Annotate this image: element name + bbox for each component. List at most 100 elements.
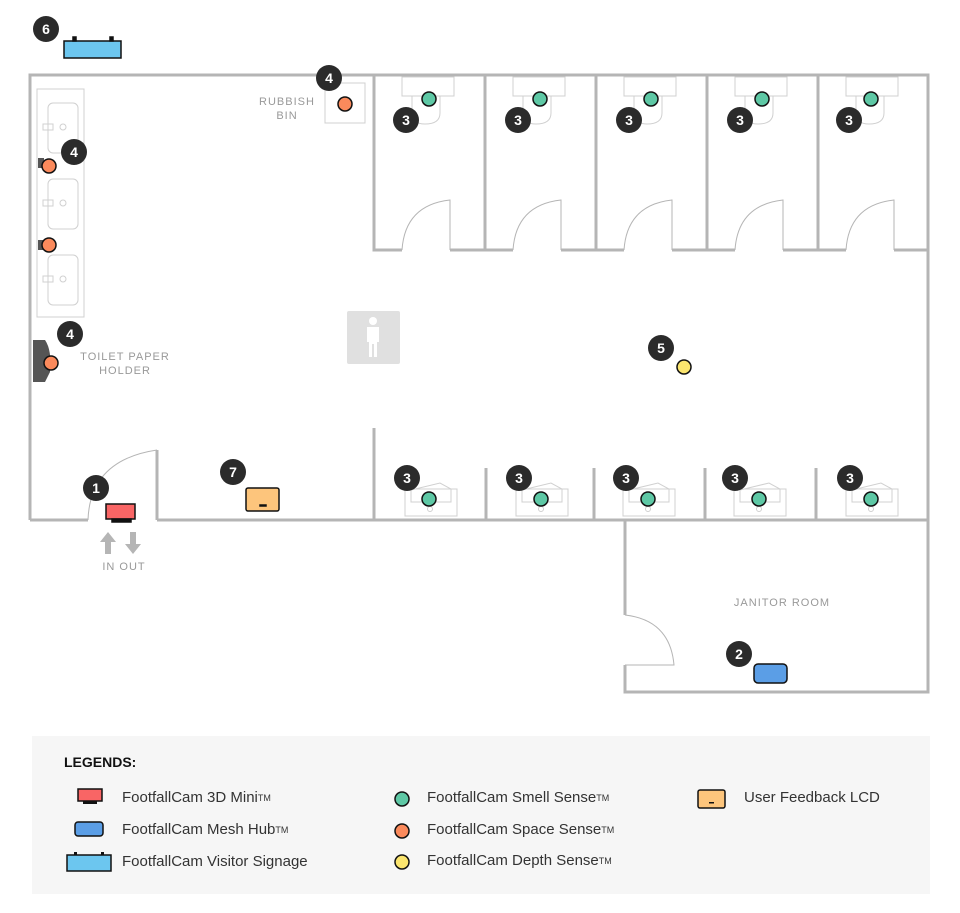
- badge-smell-sense-urinal-3: 3: [613, 465, 639, 491]
- badge-space-sense-toilet-paper: 4: [57, 321, 83, 347]
- in-out-arrows-icon: [100, 532, 141, 554]
- smell-sense-device[interactable]: [640, 491, 656, 507]
- user-feedback-lcd-legend-icon: [697, 789, 726, 809]
- badge-depth-sense: 5: [648, 335, 674, 361]
- smell-sense-device[interactable]: [751, 491, 767, 507]
- space-sense-device[interactable]: [43, 355, 59, 371]
- badge-circle: [613, 465, 639, 491]
- mesh-hub-legend-icon: [74, 821, 104, 837]
- badge-number: 3: [622, 470, 630, 486]
- badge-circle: [394, 465, 420, 491]
- badge-number: 3: [846, 470, 854, 486]
- badge-smell-sense-cubicle-4: 3: [727, 107, 753, 133]
- badge-number: 3: [515, 470, 523, 486]
- badge-3d-mini: 1: [83, 475, 109, 501]
- badge-number: 3: [403, 470, 411, 486]
- badge-number: 3: [736, 112, 744, 128]
- badge-circle: [220, 459, 246, 485]
- badge-circle: [648, 335, 674, 361]
- smell-sense-device[interactable]: [754, 91, 770, 107]
- badge-smell-sense-urinal-5: 3: [837, 465, 863, 491]
- rubbish-bin-label-2: BIN: [276, 110, 297, 122]
- space-sense-legend-icon: [394, 823, 410, 839]
- badge-smell-sense-cubicle-2: 3: [505, 107, 531, 133]
- badge-number: 4: [325, 70, 333, 86]
- badge-smell-sense-urinal-4: 3: [722, 465, 748, 491]
- badge-number: 4: [70, 144, 78, 160]
- badge-user-feedback-lcd: 7: [220, 459, 246, 485]
- badge-circle: [836, 107, 862, 133]
- toilet-paper-holder: [33, 340, 51, 382]
- devices: [41, 36, 879, 684]
- smell-sense-device[interactable]: [863, 91, 879, 107]
- badge-number: 3: [514, 112, 522, 128]
- badge-number: 7: [229, 464, 237, 480]
- badge-circle: [316, 65, 342, 91]
- badge-number: 3: [845, 112, 853, 128]
- space-sense-device[interactable]: [41, 237, 57, 253]
- badge-number: 5: [657, 340, 665, 356]
- visitor-signage-device[interactable]: [63, 36, 122, 59]
- badge-circle: [616, 107, 642, 133]
- walls: [28, 73, 930, 694]
- badge-circle: [393, 107, 419, 133]
- badge-number: 2: [735, 646, 743, 662]
- badge-number: 6: [42, 21, 50, 37]
- smell-sense-device[interactable]: [421, 491, 437, 507]
- badge-number: 3: [402, 112, 410, 128]
- badge-number: 3: [625, 112, 633, 128]
- user-feedback-lcd-device[interactable]: [245, 487, 280, 512]
- badge-mesh-hub: 2: [726, 641, 752, 667]
- space-sense-device[interactable]: [337, 96, 353, 112]
- badge-circle: [722, 465, 748, 491]
- badge-circle: [83, 475, 109, 501]
- soap-dispenser: [38, 158, 44, 168]
- in-out-label: IN OUT: [102, 561, 145, 573]
- janitor-room-label: JANITOR ROOM: [734, 597, 830, 609]
- badge-smell-sense-urinal-1: 3: [394, 465, 420, 491]
- badge-circle: [506, 465, 532, 491]
- door-arcs: [87, 199, 895, 666]
- legend-title: LEGENDS:: [64, 754, 137, 770]
- smell-sense-device[interactable]: [532, 91, 548, 107]
- 3d-mini-device[interactable]: [105, 503, 136, 523]
- space-sense-device[interactable]: [41, 158, 57, 174]
- badge-circle: [33, 16, 59, 42]
- badge-number: 4: [66, 326, 74, 342]
- badge-number: 3: [731, 470, 739, 486]
- mesh-hub-device[interactable]: [753, 663, 788, 684]
- badge-circle: [61, 139, 87, 165]
- smell-sense-device[interactable]: [421, 91, 437, 107]
- depth-sense-legend-icon: [394, 854, 410, 870]
- soap-dispenser: [38, 240, 44, 250]
- smell-sense-device[interactable]: [863, 491, 879, 507]
- rubbish-bin: [324, 82, 366, 124]
- number-badges: 6 4 4 4 3 3 3 3 3 3 3 3 3 3 5 1 7 2: [33, 16, 863, 667]
- depth-sense-device[interactable]: [676, 359, 692, 375]
- badge-circle: [837, 465, 863, 491]
- legend-item-user-feedback-lcd: User Feedback LCD: [744, 789, 880, 806]
- badge-number: 1: [92, 480, 100, 496]
- male-restroom-icon: [347, 311, 400, 364]
- floor-plan: RUBBISH BIN TOILET PAPER HOLDER IN OUT J…: [28, 16, 930, 694]
- smell-sense-device[interactable]: [643, 91, 659, 107]
- badge-smell-sense-urinal-2: 3: [506, 465, 532, 491]
- smell-sense-legend-icon: [394, 791, 410, 807]
- visitor-signage-legend-icon: [66, 852, 112, 872]
- rubbish-bin-label-1: RUBBISH: [259, 96, 315, 108]
- badge-space-sense-sinks: 4: [61, 139, 87, 165]
- legend-item-visitor-signage: FootfallCam Visitor Signage: [122, 853, 308, 870]
- toilet-paper-label-2: HOLDER: [99, 365, 151, 377]
- smell-sense-device[interactable]: [533, 491, 549, 507]
- badge-visitor-signage: 6: [33, 16, 59, 42]
- badge-smell-sense-cubicle-3: 3: [616, 107, 642, 133]
- badge-circle: [727, 107, 753, 133]
- badge-smell-sense-cubicle-1: 3: [393, 107, 419, 133]
- badge-circle: [726, 641, 752, 667]
